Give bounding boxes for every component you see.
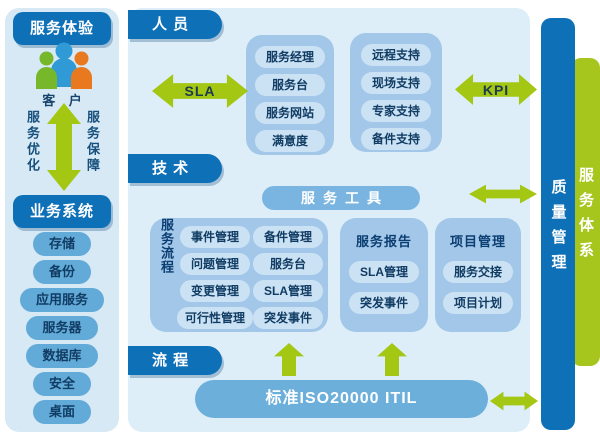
service-team-item: 服务经理 (255, 46, 325, 68)
process-item-servicedesk: 服务台 (253, 253, 323, 275)
optimize-guarantee-arrow (47, 103, 81, 191)
customer-label: 客 户 (42, 93, 87, 108)
service-report-title: 服务报告 (355, 234, 412, 249)
process-item-problem: 问题管理 (180, 253, 250, 275)
customers-icon (36, 42, 92, 89)
support-team-item: 远程支持 (361, 44, 431, 66)
support-team-item: 备件支持 (361, 128, 431, 150)
up-arrow (274, 343, 304, 376)
system-item-security: 安全 (32, 372, 91, 396)
service-team-item: 服务网站 (255, 102, 325, 124)
support-team-item: 专家支持 (361, 100, 431, 122)
service-report-box: 服务报告 SLA管理 突发事件 (340, 218, 428, 332)
service-system-label: 服务体系 (577, 167, 594, 267)
service-management-panel: 人 员 SLA 服务经理 服务台 服务网站 满意度 远程支持 现场支持 专家支持… (128, 8, 530, 432)
tools-quality-arrow (469, 184, 537, 204)
service-process-title: 服务流程 (159, 218, 174, 274)
service-guarantee-label: 服务保障 (85, 110, 100, 174)
kpi-arrow-label: KPI (482, 81, 510, 98)
iso20000-itil-bar: 标准ISO20000 ITIL (195, 380, 488, 418)
report-item-sla: SLA管理 (349, 261, 419, 283)
business-systems-header: 业务系统 (13, 195, 111, 228)
process-item-change: 变更管理 (180, 280, 250, 302)
service-team-box: 服务经理 服务台 服务网站 满意度 (246, 35, 334, 155)
service-tools-header: 服务工具 (262, 186, 420, 210)
support-team-item: 现场支持 (361, 72, 431, 94)
project-management-title: 项目管理 (449, 234, 506, 249)
project-item-handover: 服务交接 (443, 261, 513, 283)
up-arrow (377, 343, 407, 376)
tab-process: 流 程 (128, 346, 222, 375)
customer-panel: 服务体验 客 户 服务优化 服务保障 业务系统 存储 备份 应用服务 服务器 数… (5, 8, 119, 432)
business-systems-list: 存储 备份 应用服务 服务器 数据库 安全 桌面 (5, 232, 119, 424)
project-item-plan: 项目计划 (443, 292, 513, 314)
process-item-spareparts: 备件管理 (253, 226, 323, 248)
process-item-incident: 事件管理 (180, 226, 250, 248)
system-item-server: 服务器 (26, 316, 98, 340)
service-team-item: 服务台 (255, 74, 325, 96)
kpi-arrow: KPI (455, 73, 537, 106)
quality-management-label: 质量管理 (549, 179, 567, 279)
service-process-box: 服务流程 事件管理 备件管理 问题管理 服务台 变更管理 SLA管理 可行性管理… (150, 218, 328, 332)
system-item-database: 数据库 (26, 344, 98, 368)
service-team-item: 满意度 (255, 130, 325, 152)
report-item-emergency: 突发事件 (349, 292, 419, 314)
process-item-emergency: 突发事件 (253, 307, 323, 329)
sla-arrow: SLA (152, 73, 248, 109)
system-item-desktop: 桌面 (32, 400, 91, 424)
system-item-appsvc: 应用服务 (19, 288, 104, 312)
process-item-availability: 可行性管理 (177, 307, 254, 329)
tab-people: 人 员 (128, 10, 222, 39)
support-team-box: 远程支持 现场支持 专家支持 备件支持 (350, 33, 442, 152)
sla-arrow-label: SLA (184, 83, 216, 99)
service-optimization-label: 服务优化 (25, 110, 40, 174)
project-management-box: 项目管理 服务交接 项目计划 (435, 218, 521, 332)
quality-management-bar: 质量管理 (541, 18, 575, 430)
service-experience-header: 服务体验 (13, 12, 111, 45)
tab-technology: 技 术 (128, 154, 222, 183)
process-item-sla: SLA管理 (253, 280, 323, 302)
standard-quality-arrow (490, 391, 538, 411)
system-item-storage: 存储 (32, 232, 91, 256)
service-system-bar: 服务体系 (571, 58, 600, 366)
system-item-backup: 备份 (32, 260, 91, 284)
